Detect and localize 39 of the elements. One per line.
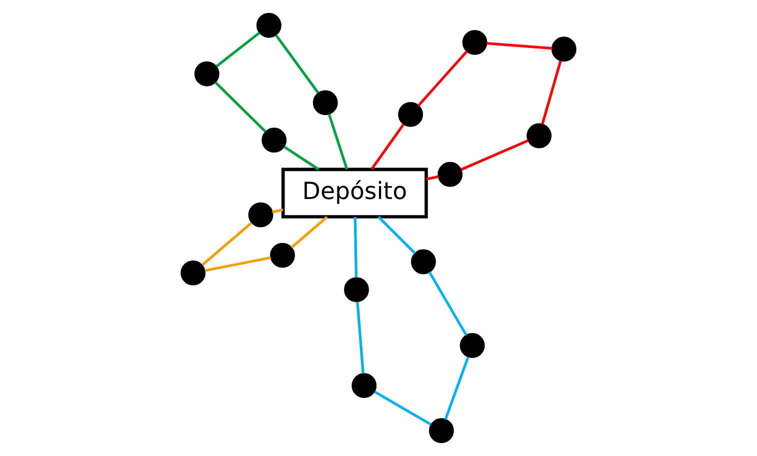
node-circle xyxy=(180,260,206,286)
node-circle xyxy=(462,30,488,55)
connector xyxy=(370,124,405,170)
node-circle xyxy=(270,242,295,268)
node-circle xyxy=(438,162,463,187)
node-circle xyxy=(262,128,287,153)
connector xyxy=(428,271,468,336)
connector xyxy=(486,42,552,50)
node-circle xyxy=(428,418,454,444)
node-circle xyxy=(312,90,338,116)
connector xyxy=(460,139,529,171)
node-circle xyxy=(526,123,552,148)
connector xyxy=(275,34,320,94)
connector xyxy=(541,60,562,125)
connector xyxy=(426,175,439,180)
connector xyxy=(272,208,284,214)
node-circle xyxy=(460,333,485,358)
connector xyxy=(216,32,260,68)
connector xyxy=(356,302,364,374)
node-circle xyxy=(410,249,436,274)
connector xyxy=(354,216,358,278)
node-circle xyxy=(248,202,274,228)
connector xyxy=(202,222,252,266)
connector xyxy=(374,390,432,426)
connector xyxy=(204,256,272,272)
connector xyxy=(214,81,266,132)
node-circle xyxy=(398,102,424,127)
connector xyxy=(290,216,328,248)
connector xyxy=(417,50,468,106)
connector xyxy=(378,216,416,254)
node-circle xyxy=(352,373,377,398)
connector xyxy=(328,114,348,170)
connector xyxy=(284,146,320,170)
node-circle xyxy=(551,36,576,62)
node-circle xyxy=(256,12,282,38)
node-box: Depósito xyxy=(281,168,428,218)
node-circle xyxy=(194,61,220,86)
connector xyxy=(444,356,470,420)
node-circle xyxy=(344,277,369,302)
